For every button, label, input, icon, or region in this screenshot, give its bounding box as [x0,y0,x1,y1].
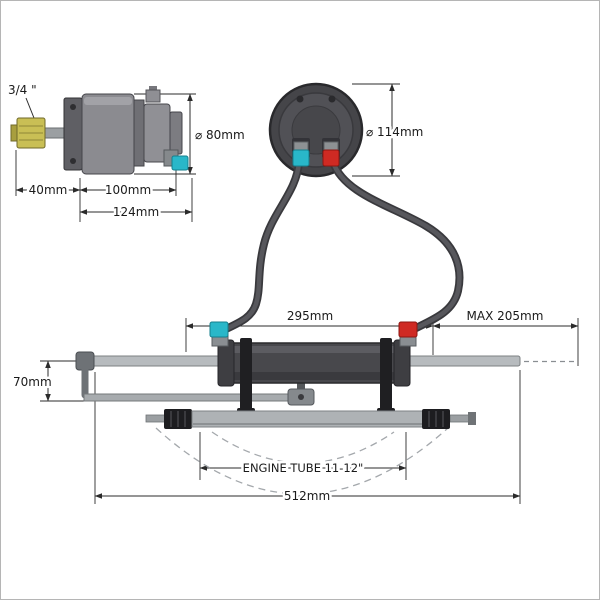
engine-swing-outline [155,427,449,495]
mount-strap-right [380,338,392,420]
pump-rear-housing [81,93,135,175]
cylinder-highlight [228,346,400,353]
clevis-pin [298,394,304,400]
cylinder-cap-right [393,339,411,387]
pump-ring [133,99,145,167]
support-rod [83,393,305,402]
dimension-lines-helm-side [15,93,196,222]
helm-red-fitting [322,149,340,167]
link-bracket [297,381,305,391]
dim-40mm-label: 40mm [29,183,68,197]
helm-port-fittings [292,149,340,167]
bolt-icon [296,95,304,103]
dim-70mm-label: 70mm [13,375,52,389]
dimension-lines-helm-rear [352,83,400,177]
helm-diameter-label: ⌀ 114mm [366,125,423,139]
dim-295mm-label: 295mm [287,309,333,323]
dim-512mm-label: 512mm [284,489,330,503]
port-hose-highlight [219,159,302,334]
cylinder-cap-left [217,339,235,387]
cylinder-shadow [228,372,400,380]
dim-100mm-label: 100mm [105,183,151,197]
hydraulic-hoses [218,158,464,335]
pump-diameter-label: ⌀ 80mm [195,128,245,142]
bolt-icon [328,95,336,103]
steering-cylinder-assembly [75,321,521,429]
engine-tube-label: ENGINE TUBE 11-12" [243,461,364,475]
starboard-hose-highlight [330,159,462,332]
max-205mm-label: MAX 205mm [467,309,544,323]
pump-nose [169,111,183,155]
dimension-labels: 3/4 " ⌀ 80mm 40mm 100mm 124mm ⌀ 114mm 29… [6,81,546,506]
helm-side-view [10,86,189,175]
stud-nut [468,412,476,425]
shaft-size-label: 3/4 " [8,83,37,97]
mount-strap-left [240,338,252,420]
cylinder-red-fitting [398,321,418,338]
dim-124mm-label: 124mm [113,205,159,219]
top-fitting [145,89,161,103]
pump-cyan-fitting [171,155,189,171]
cylinder-cyan-fitting [209,321,229,338]
helm-rear-view [268,82,364,178]
bolt-icon [70,158,76,164]
helm-cyan-fitting [292,149,310,167]
housing-highlight [84,97,132,105]
bolt-icon [70,104,76,110]
port-hose [218,158,303,335]
